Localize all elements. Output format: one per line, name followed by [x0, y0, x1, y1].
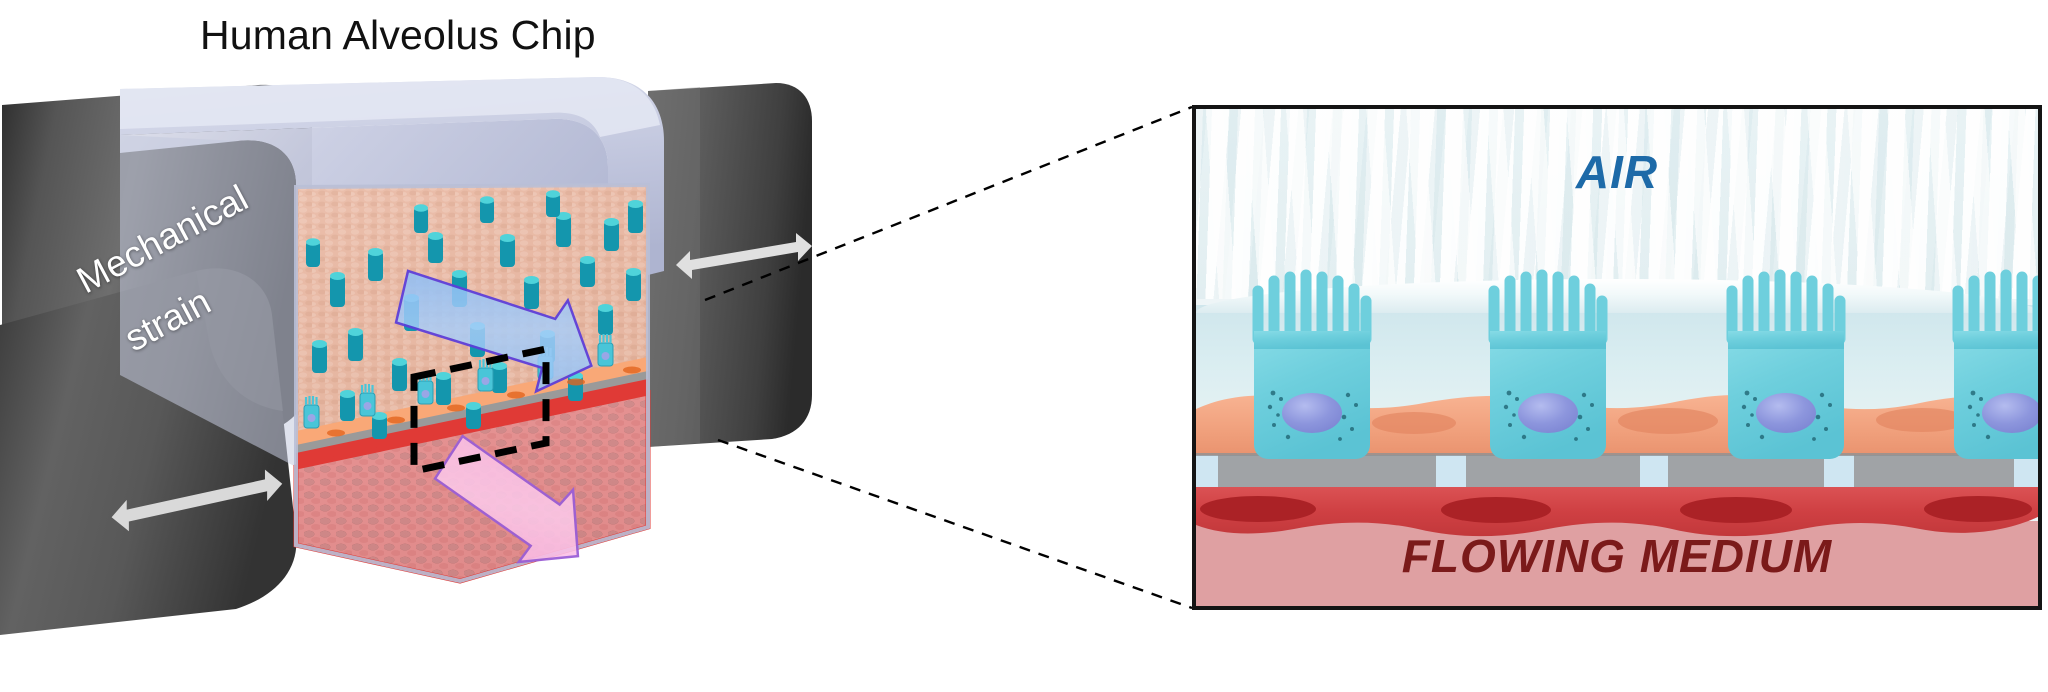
ciliated-cell — [1488, 269, 1608, 459]
vacuum-chamber-right — [648, 83, 812, 447]
porous-membrane — [1196, 453, 2038, 487]
page-title: Human Alveolus Chip — [200, 12, 596, 58]
chip-illustration: Mechanical strain — [0, 75, 1000, 635]
mechanical-strain-arrow-left — [111, 469, 283, 532]
inset-cell-layers — [1196, 269, 2038, 537]
medium-flow-arrow — [433, 434, 580, 564]
ciliated-cell — [1252, 269, 1372, 459]
air-compartment — [1196, 109, 2038, 299]
chip-3d-drawing — [0, 77, 812, 635]
air-flow-arrow — [394, 269, 593, 394]
magnified-region-box — [410, 344, 550, 476]
ciliated-cells — [1252, 269, 2038, 459]
chip-cross-section — [293, 182, 651, 584]
flowing-medium-label: FLOWING MEDIUM — [1401, 530, 1833, 582]
membrane-pores — [1196, 455, 2038, 487]
magnified-cross-section-panel: AIR — [1192, 105, 2042, 610]
ciliated-cell — [1726, 269, 1846, 459]
endothelium-layer — [1196, 487, 2038, 537]
ciliated-cell — [1952, 269, 2038, 459]
medium-fill — [1196, 521, 2038, 606]
air-label: AIR — [1575, 146, 1659, 198]
endothelial-nuclei — [1200, 496, 2032, 523]
epithelial-cell-pegs — [306, 190, 643, 439]
